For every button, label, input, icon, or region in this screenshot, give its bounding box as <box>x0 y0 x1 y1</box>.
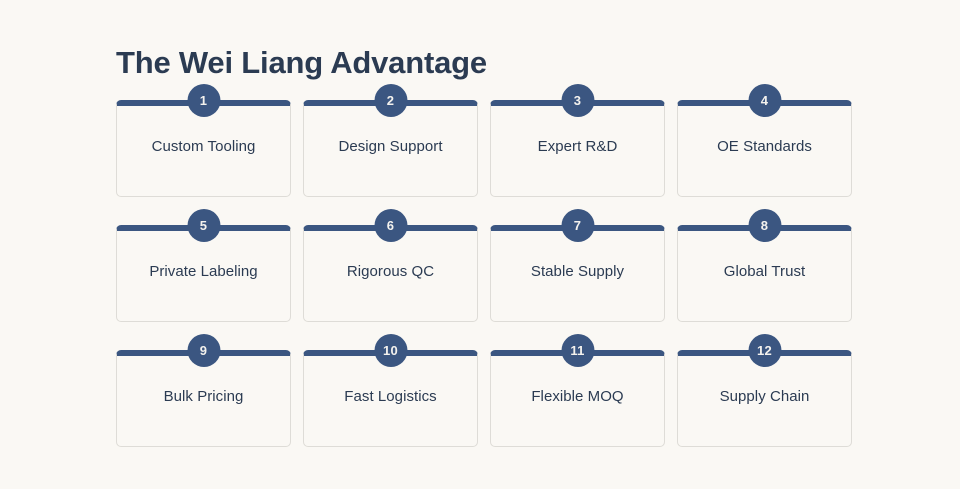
advantage-card[interactable]: 12 Supply Chain <box>677 334 852 447</box>
card-number-badge: 4 <box>748 84 781 117</box>
card-number-badge: 11 <box>561 334 594 367</box>
card-label: Private Labeling <box>149 263 258 280</box>
advantage-card[interactable]: 5 Private Labeling <box>116 209 291 322</box>
card-label: Design Support <box>338 138 443 155</box>
advantage-card[interactable]: 4 OE Standards <box>677 84 852 197</box>
advantage-card-grid: 1 Custom Tooling 2 Design Support 3 Expe… <box>116 84 852 447</box>
card-label: Fast Logistics <box>344 388 437 405</box>
card-number-badge: 12 <box>748 334 781 367</box>
advantage-card[interactable]: 6 Rigorous QC <box>303 209 478 322</box>
card-label: OE Standards <box>717 138 812 155</box>
card-number-badge: 3 <box>561 84 594 117</box>
card-number-badge: 6 <box>374 209 407 242</box>
card-label: Rigorous QC <box>346 263 435 280</box>
card-label: Expert R&D <box>537 138 618 155</box>
card-number-badge: 7 <box>561 209 594 242</box>
card-number-badge: 2 <box>374 84 407 117</box>
advantage-card[interactable]: 10 Fast Logistics <box>303 334 478 447</box>
advantage-card[interactable]: 3 Expert R&D <box>490 84 665 197</box>
advantage-card[interactable]: 8 Global Trust <box>677 209 852 322</box>
advantage-card[interactable]: 2 Design Support <box>303 84 478 197</box>
card-number-badge: 8 <box>748 209 781 242</box>
advantage-card[interactable]: 9 Bulk Pricing <box>116 334 291 447</box>
card-label: Flexible MOQ <box>531 388 624 405</box>
card-label: Supply Chain <box>719 388 810 405</box>
page-title: The Wei Liang Advantage <box>116 44 487 80</box>
card-label: Global Trust <box>723 263 806 280</box>
advantage-card[interactable]: 7 Stable Supply <box>490 209 665 322</box>
advantage-card[interactable]: 11 Flexible MOQ <box>490 334 665 447</box>
card-label: Custom Tooling <box>151 138 256 155</box>
card-number-badge: 1 <box>187 84 220 117</box>
advantage-card[interactable]: 1 Custom Tooling <box>116 84 291 197</box>
card-number-badge: 9 <box>187 334 220 367</box>
card-label: Stable Supply <box>530 263 625 280</box>
card-number-badge: 10 <box>374 334 407 367</box>
card-label: Bulk Pricing <box>163 388 244 405</box>
card-number-badge: 5 <box>187 209 220 242</box>
